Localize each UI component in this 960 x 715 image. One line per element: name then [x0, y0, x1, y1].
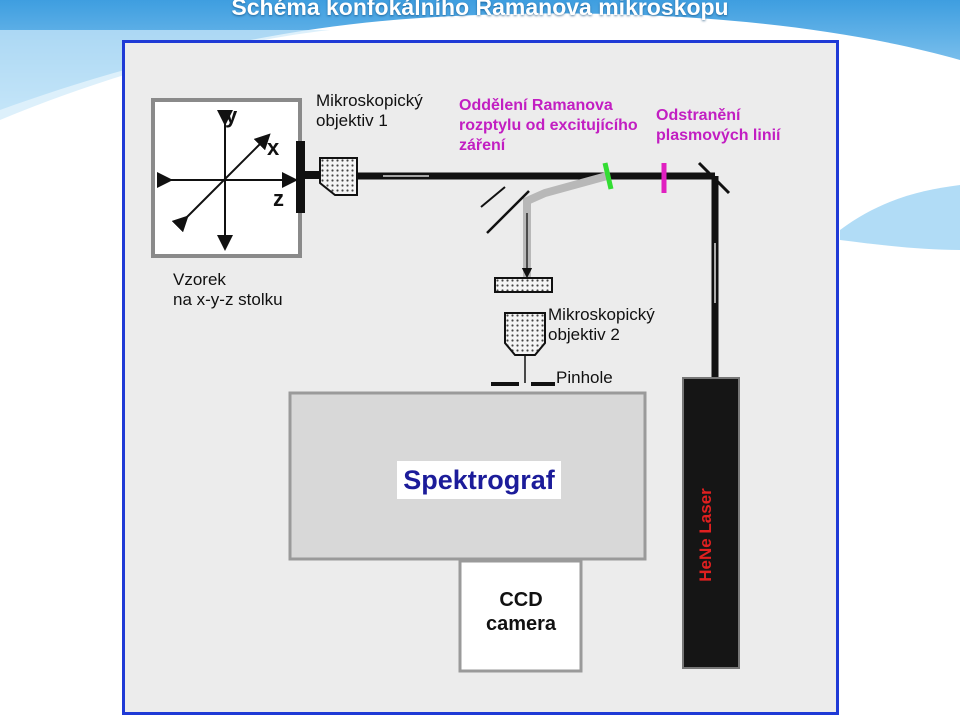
left-swoosh: [0, 30, 330, 120]
z-axis-arrow: [171, 133, 271, 233]
sample-label: Vzorek na x-y-z stolku: [173, 270, 283, 310]
sample-label-line1: Vzorek: [173, 270, 226, 289]
objective-2-label: Mikroskopický objektiv 2: [548, 305, 655, 345]
title-banner-wave: [0, 0, 960, 110]
separation-label: Oddělení Ramanova rozptylu od excitující…: [459, 96, 638, 156]
laser-label-text: HeNe Laser: [696, 488, 715, 582]
separation-label-line1: Oddělení Ramanova: [459, 97, 613, 114]
laser-label: HeNe Laser: [696, 488, 716, 582]
sample-plate: [296, 141, 305, 213]
dichroic-mirror: [480, 186, 506, 208]
right-swoosh: [840, 185, 960, 250]
spectrograph-label: Spektrograf: [403, 465, 555, 495]
pinhole-label: Pinhole: [556, 368, 613, 387]
objective-1: [305, 157, 358, 196]
objective-1-tip: [305, 171, 320, 179]
slide-title: Schéma konfokálního Ramanova mikroskopu: [231, 0, 729, 20]
beam-path: [357, 161, 731, 378]
focusing-lens: [494, 277, 553, 293]
objective-2: [494, 277, 553, 383]
mirror-corner: [697, 161, 731, 195]
objective-1-label-line1: Mikroskopický: [316, 91, 423, 110]
raman-beam-branch: [523, 172, 609, 287]
plasma-label-line2: plasmových linií: [656, 127, 781, 144]
objective-1-label: Mikroskopický objektiv 1: [316, 91, 423, 131]
beam-splitter: [486, 190, 530, 234]
axis-label-y: y: [225, 103, 238, 128]
separation-label-line3: záření: [459, 137, 506, 154]
ccd-camera-label: CCD camera: [471, 588, 571, 636]
ccd-label-line2: camera: [485, 613, 557, 635]
axis-label-x: x: [267, 135, 280, 160]
sample-label-line2: na x-y-z stolku: [173, 290, 283, 309]
ccd-camera-box: [458, 559, 583, 673]
optical-schematic: [151, 98, 740, 673]
objective-1-label-line2: objektiv 1: [316, 111, 388, 130]
axis-label-z: z: [273, 186, 284, 211]
plasma-label: Odstranění plasmových linií: [656, 106, 780, 146]
spectrograph-label-box: [397, 461, 561, 499]
notch-filter-green: [602, 162, 614, 190]
objective-2-label-line2: objektiv 2: [548, 325, 620, 344]
hene-laser-tube: [682, 377, 740, 669]
diagram-frame: y x z Mikroskopický objektiv 1 Oddělení …: [122, 40, 839, 715]
plasma-label-line1: Odstranění: [656, 107, 741, 124]
ccd-label-line1: CCD: [499, 589, 543, 611]
separation-label-line2: rozptylu od excitujícího: [459, 117, 638, 134]
objective-2-label-line1: Mikroskopický: [548, 305, 655, 324]
objective-1-body: [319, 157, 358, 196]
objective-2-body: [504, 312, 546, 356]
sample-stage: [151, 98, 305, 258]
